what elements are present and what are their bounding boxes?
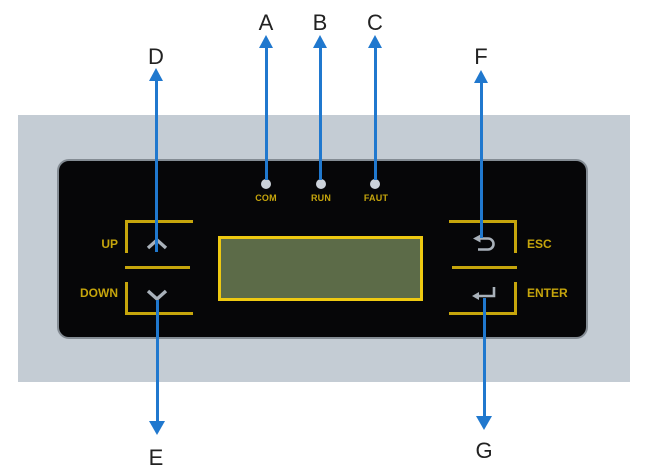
callout-arrow-f [473, 70, 489, 238]
run-led [316, 179, 326, 189]
faut-led-label: FAUT [363, 193, 389, 203]
run-led-label: RUN [310, 193, 332, 203]
callout-label-b: B [312, 10, 328, 35]
enter-button-label: ENTER [527, 286, 568, 300]
callout-arrow-d [148, 68, 164, 252]
callout-label-f: F [474, 44, 488, 69]
esc-button-label: ESC [527, 237, 552, 251]
left-separator [125, 266, 190, 269]
callout-label-d: D [148, 44, 164, 69]
right-separator [452, 266, 517, 269]
callout-arrow-g [476, 298, 492, 430]
up-button[interactable] [125, 220, 193, 253]
callout-label-a: A [258, 10, 274, 35]
callout-label-c: C [367, 10, 383, 35]
faut-led [370, 179, 380, 189]
callout-arrow-e [149, 300, 165, 435]
callout-arrow-c [367, 35, 383, 180]
com-led-label: COM [255, 193, 277, 203]
com-led [261, 179, 271, 189]
lcd-display [218, 236, 423, 301]
down-button[interactable] [125, 282, 193, 315]
down-button-label: DOWN [80, 286, 118, 300]
chevron-down-icon [146, 289, 168, 302]
enter-return-icon [472, 287, 496, 300]
esc-button[interactable] [449, 220, 517, 253]
control-panel: COM RUN FAUT UP DOWN ESC ENTER [57, 159, 588, 339]
callout-arrow-b [312, 35, 328, 180]
up-button-label: UP [101, 237, 118, 251]
callout-label-g: G [475, 438, 493, 463]
esc-back-icon [473, 234, 495, 251]
callout-arrow-a [258, 35, 274, 180]
callout-label-e: E [148, 445, 164, 470]
